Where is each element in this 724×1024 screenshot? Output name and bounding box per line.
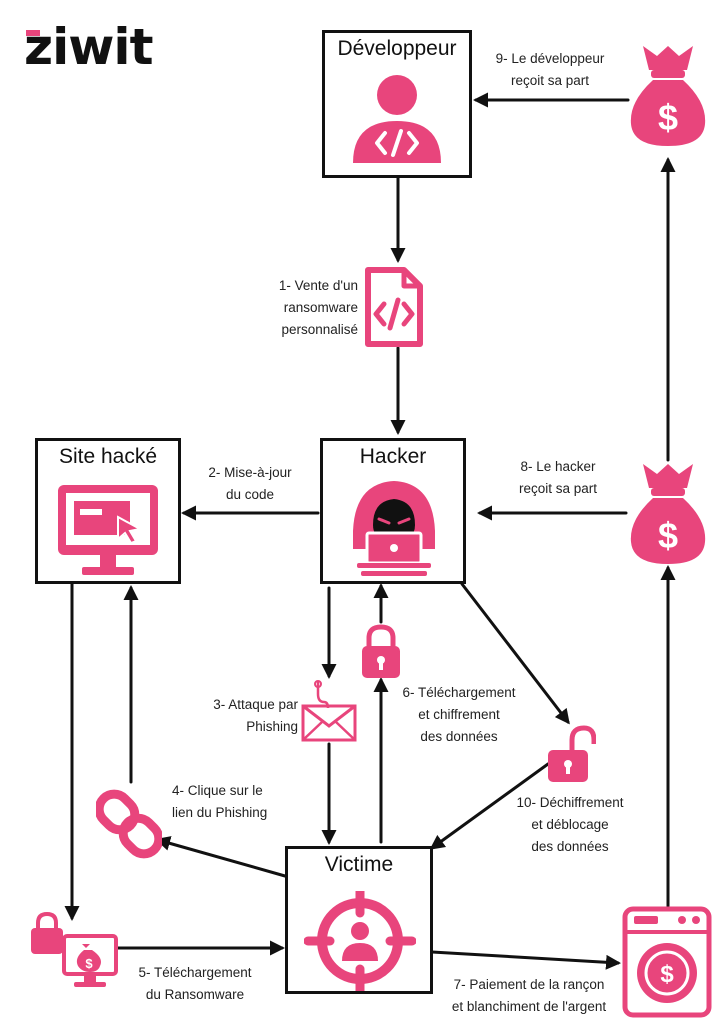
target-user-icon — [304, 891, 416, 991]
logo-accent-mark — [26, 30, 40, 36]
chain-link-icon — [96, 789, 162, 859]
node-victim: Victime — [285, 846, 433, 994]
money-bag-top-symbol: $ — [658, 97, 678, 138]
money-bag-mid-symbol: $ — [658, 515, 678, 556]
step-1-line-1: 1- Vente d'un — [278, 278, 358, 293]
step-6-line-3: des données — [420, 729, 498, 744]
hooded-hacker-icon — [353, 481, 435, 576]
ziwit-logo: ziwit — [24, 18, 153, 76]
step-9-line-2: reçoit sa part — [510, 73, 590, 88]
step-4-line-1: 4- Clique sur le — [172, 783, 263, 798]
step-4-line-2: lien du Phishing — [172, 805, 268, 820]
step-7-line-2: et blanchiment de l'argent — [451, 999, 607, 1014]
step-3-label: 3- Attaque par Phishing — [213, 694, 298, 738]
step-7-line-1: 7- Paiement de la rançon — [453, 977, 605, 992]
step-4-label: 4- Clique sur le lien du Phishing — [172, 780, 267, 824]
step-8-label: 8- Le hacker reçoit sa part — [498, 456, 618, 500]
step-7-label: 7- Paiement de la rançon et blanchiment … — [434, 974, 624, 1018]
node-victim-title: Victime — [324, 853, 394, 876]
step-3-line-1: 3- Attaque par — [213, 697, 298, 712]
money-bag-mid-icon: $ — [630, 464, 706, 564]
arrow-openlock-to-victim — [429, 762, 550, 850]
phishing-envelope-icon — [301, 680, 357, 742]
code-file-icon — [365, 267, 423, 347]
step-5-line-1: 5- Téléchargement — [138, 965, 252, 980]
step-6-line-1: 6- Téléchargement — [402, 685, 516, 700]
step-6-label: 6- Téléchargement et chiffrement des don… — [388, 682, 530, 748]
node-developer-title: Développeur — [337, 37, 457, 60]
ransomware-download-icon: $ — [31, 912, 118, 987]
padlock-open-icon — [548, 725, 596, 782]
node-hacker: Hacker — [320, 438, 466, 584]
step-10-line-2: et déblocage — [531, 817, 609, 832]
step-9-line-1: 9- Le développeur — [495, 51, 605, 66]
ransomware-download-symbol: $ — [85, 956, 93, 971]
washing-machine-icon: $ — [622, 906, 712, 1018]
step-2-line-2: du code — [225, 487, 275, 502]
step-10-line-1: 10- Déchiffrement — [516, 795, 624, 810]
arrow-hacker-to-openlock — [460, 582, 570, 725]
node-developer: Développeur — [322, 30, 472, 178]
step-8-line-1: 8- Le hacker — [520, 459, 596, 474]
arrow-victim-to-laundry — [430, 950, 621, 970]
step-10-line-3: des données — [531, 839, 609, 854]
step-2-label: 2- Mise-à-jour du code — [190, 462, 310, 506]
arrow-victim-to-link — [155, 836, 287, 878]
step-1-line-3: personnalisé — [281, 322, 358, 337]
step-5-line-2: du Ransomware — [145, 987, 245, 1002]
node-hacker-title: Hacker — [359, 445, 427, 468]
step-2-line-1: 2- Mise-à-jour — [208, 465, 292, 480]
hacked-monitor-icon — [58, 485, 158, 575]
node-hacked-site-title: Site hacké — [58, 445, 158, 468]
step-1-label: 1- Vente d'un ransomware personnalisé — [279, 275, 358, 341]
step-5-label: 5- Téléchargement du Ransomware — [112, 962, 278, 1006]
washing-machine-symbol: $ — [660, 961, 674, 988]
step-9-label: 9- Le développeur reçoit sa part — [482, 48, 618, 92]
step-10-label: 10- Déchiffrement et déblocage des donné… — [502, 792, 638, 858]
developer-icon — [353, 75, 441, 163]
money-bag-top-icon: $ — [630, 46, 706, 146]
step-6-line-2: et chiffrement — [418, 707, 500, 722]
padlock-closed-icon — [362, 624, 400, 678]
step-1-line-2: ransomware — [283, 300, 358, 315]
step-8-line-2: reçoit sa part — [518, 481, 598, 496]
step-3-line-2: Phishing — [246, 719, 298, 734]
node-hacked-site: Site hacké — [35, 438, 181, 584]
